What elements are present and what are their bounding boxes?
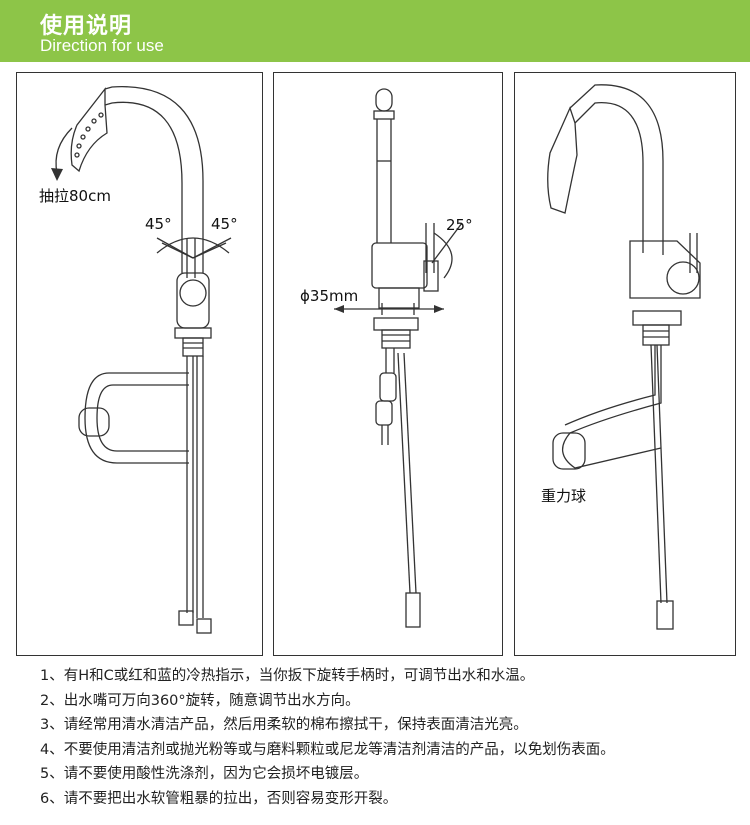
faucet-pullout-drawing [51, 86, 232, 634]
usage-notes: 1、有H和C或红和蓝的冷热指示，当你扳下旋转手柄时，可调节出水和水温。 2、出水… [40, 664, 730, 811]
list-item: 3、请经常用清水清洁产品，然后用柔软的棉布擦拭干，保持表面清洁光亮。 [40, 717, 528, 733]
faucet-weight-ball-drawing [547, 84, 701, 630]
pull-length-label: 抽拉80cm [39, 187, 111, 205]
diagram-panel-pullout: 抽拉80cm 45° 45° [16, 72, 263, 656]
page-subtitle: Direction for use [40, 36, 164, 55]
handle-angle-label: 25° [446, 216, 473, 234]
diagram-panel-weight-ball: 重力球 [514, 72, 736, 656]
header-banner: 使用说明 Direction for use [0, 0, 750, 62]
weight-ball-label: 重力球 [541, 487, 587, 505]
list-item: 1、有H和C或红和蓝的冷热指示，当你扳下旋转手柄时，可调节出水和水温。 [40, 668, 535, 684]
list-item: 2、出水嘴可万向360°旋转，随意调节出水方向。 [40, 692, 360, 709]
diagram-panel-side-view: 25° ϕ35mm [273, 72, 503, 656]
diameter-label: ϕ35mm [300, 287, 359, 305]
faucet-side-drawing [334, 88, 463, 628]
list-item: 5、请不要使用酸性洗涤剂，因为它会损坏电镀层。 [40, 766, 369, 782]
page-title: 使用说明 [40, 14, 133, 39]
angle-left-label: 45° [145, 215, 172, 233]
list-item: 6、请不要把出水软管粗暴的拉出，否则容易变形开裂。 [40, 790, 398, 807]
angle-right-label: 45° [211, 215, 238, 233]
list-item: 4、不要使用清洁剂或抛光粉等或与磨料颗粒或尼龙等清洁剂清洁的产品，以免划伤表面。 [40, 741, 615, 758]
